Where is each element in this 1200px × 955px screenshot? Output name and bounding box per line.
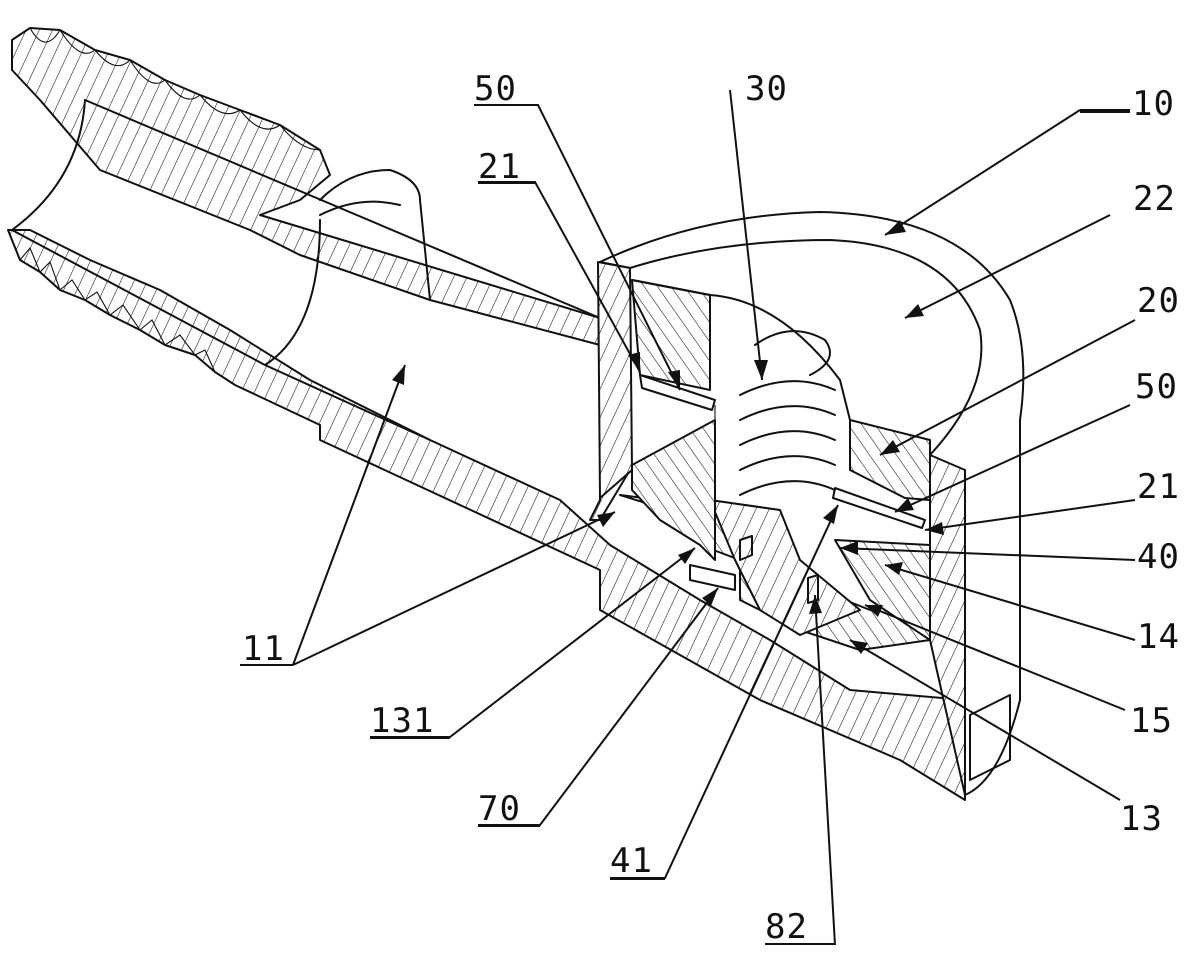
arrow-10 bbox=[885, 220, 906, 235]
label-70: 70 bbox=[478, 789, 521, 829]
tube-thread-top bbox=[29, 27, 321, 151]
arrow-21-right bbox=[925, 522, 944, 535]
housing-right-side bbox=[964, 469, 1021, 796]
label-30: 30 bbox=[745, 69, 788, 109]
tube-bore-top-edge bbox=[84, 99, 601, 319]
leader-10 bbox=[884, 109, 1130, 236]
leader-20 bbox=[879, 319, 1136, 456]
housing-rim-inner bbox=[629, 239, 983, 456]
tube-bore-bottom-edge bbox=[11, 229, 431, 441]
leader-30 bbox=[729, 89, 763, 381]
label-21-right: 21 bbox=[1137, 467, 1180, 507]
housing-slot bbox=[969, 694, 1011, 781]
arrow-40 bbox=[840, 541, 858, 555]
bracket-50-right bbox=[832, 487, 926, 529]
label-50-top: 50 bbox=[474, 69, 517, 109]
leader-11-b bbox=[292, 511, 616, 666]
label-13: 13 bbox=[1120, 799, 1163, 839]
cone-right bbox=[834, 539, 931, 641]
arrow-11-a bbox=[392, 365, 405, 385]
spring-coil-3 bbox=[739, 430, 836, 446]
label-10: 10 bbox=[1132, 84, 1175, 124]
plunger-body bbox=[709, 499, 861, 636]
pin-82 bbox=[807, 574, 819, 604]
arrow-15 bbox=[865, 605, 883, 617]
tube-upper-wall bbox=[11, 27, 601, 346]
label-21-top: 21 bbox=[478, 147, 521, 187]
label-15: 15 bbox=[1130, 701, 1173, 741]
arrow-22 bbox=[905, 304, 924, 318]
arrow-11-b bbox=[597, 512, 615, 527]
spring-coil-5 bbox=[739, 480, 836, 496]
spring bbox=[714, 330, 851, 500]
label-20: 20 bbox=[1137, 281, 1180, 321]
plunger bbox=[631, 374, 931, 641]
housing-rim-outer bbox=[599, 211, 1025, 701]
arrow-30 bbox=[754, 360, 768, 380]
cone-left bbox=[631, 419, 716, 561]
leader-82 bbox=[814, 594, 836, 946]
label-41: 41 bbox=[610, 841, 653, 881]
label-11: 11 bbox=[242, 629, 285, 669]
label-82: 82 bbox=[765, 907, 808, 947]
tube-collar-inner bbox=[319, 200, 401, 216]
label-22: 22 bbox=[1133, 179, 1176, 219]
tube-bore-mid-arc bbox=[264, 219, 321, 366]
housing-left-wall-outer bbox=[597, 261, 633, 499]
arrow-50-right bbox=[895, 498, 914, 512]
arrow-13 bbox=[850, 640, 868, 654]
cap-right-section bbox=[849, 419, 931, 501]
leader-15 bbox=[864, 604, 1126, 711]
leader-13 bbox=[849, 639, 1121, 801]
tube-collar bbox=[319, 169, 431, 301]
arrow-70 bbox=[702, 588, 718, 606]
arrow-41 bbox=[823, 505, 838, 524]
spring-coil-1 bbox=[739, 380, 836, 396]
numeral-underlines bbox=[370, 104, 835, 945]
arrow-21-top bbox=[628, 352, 640, 372]
bracket-50-left bbox=[639, 374, 716, 411]
leader-11-a bbox=[292, 364, 406, 666]
leader-40 bbox=[839, 547, 1136, 561]
spring-top-ring bbox=[754, 330, 831, 376]
cap-top-surface bbox=[631, 279, 851, 421]
seat-70 bbox=[689, 564, 736, 591]
spring-coil-4 bbox=[739, 455, 836, 471]
tube-body bbox=[7, 27, 966, 801]
tube-thread-bottom bbox=[19, 246, 216, 373]
arrow-20 bbox=[880, 440, 900, 455]
leader-14 bbox=[884, 564, 1136, 641]
spring-coil-2 bbox=[739, 405, 836, 421]
label-131: 131 bbox=[370, 701, 434, 741]
label-14: 14 bbox=[1137, 617, 1180, 657]
leader-21-right bbox=[924, 499, 1136, 531]
plunger-notch bbox=[739, 535, 753, 561]
arrow-50-top bbox=[668, 370, 680, 390]
leader-50-right bbox=[894, 404, 1131, 513]
arrow-82 bbox=[809, 595, 822, 614]
arrow-14 bbox=[885, 562, 903, 575]
reference-labels: 50 21 30 10 22 20 50 21 40 14 15 13 11 1… bbox=[242, 69, 1180, 947]
label-50-right: 50 bbox=[1135, 367, 1178, 407]
housing-right-wall bbox=[929, 454, 966, 796]
tube-bore-left-arc bbox=[11, 99, 86, 231]
leader-22 bbox=[904, 214, 1111, 319]
label-40: 40 bbox=[1137, 537, 1180, 577]
arrow-131 bbox=[678, 548, 695, 564]
